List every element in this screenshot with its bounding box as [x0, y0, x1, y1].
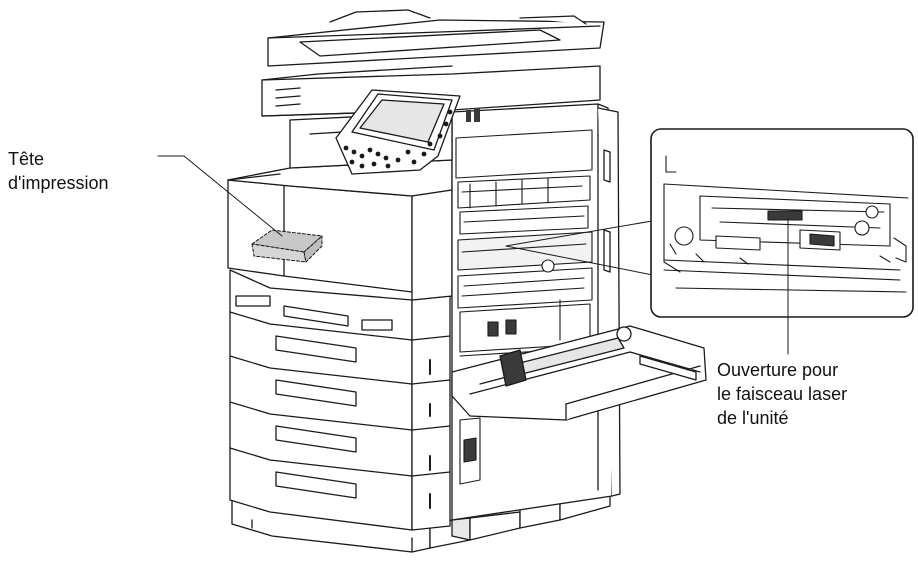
laser-opening-label-line-2: le faisceau laser	[717, 384, 848, 404]
laser-opening-label: Ouverture pour le faisceau laser de l'un…	[717, 358, 847, 430]
print-head-leader-line	[157, 155, 283, 237]
print-head-marker	[251, 229, 323, 263]
open-side-door	[451, 325, 707, 421]
scanner-adf	[261, 9, 605, 169]
interior-mechanism	[455, 129, 593, 485]
laser-opening-label-line-1: Ouverture pour	[717, 360, 839, 380]
control-panel	[335, 89, 461, 175]
print-head-label: Tête d'impression	[8, 147, 108, 195]
print-head-label-line-2: d'impression	[8, 173, 109, 193]
callout-inset	[505, 128, 914, 318]
print-head-label-line-1: Tête	[8, 149, 45, 169]
paper-cabinet	[229, 269, 451, 531]
laser-opening-label-line-3: de l'unité	[717, 408, 789, 428]
